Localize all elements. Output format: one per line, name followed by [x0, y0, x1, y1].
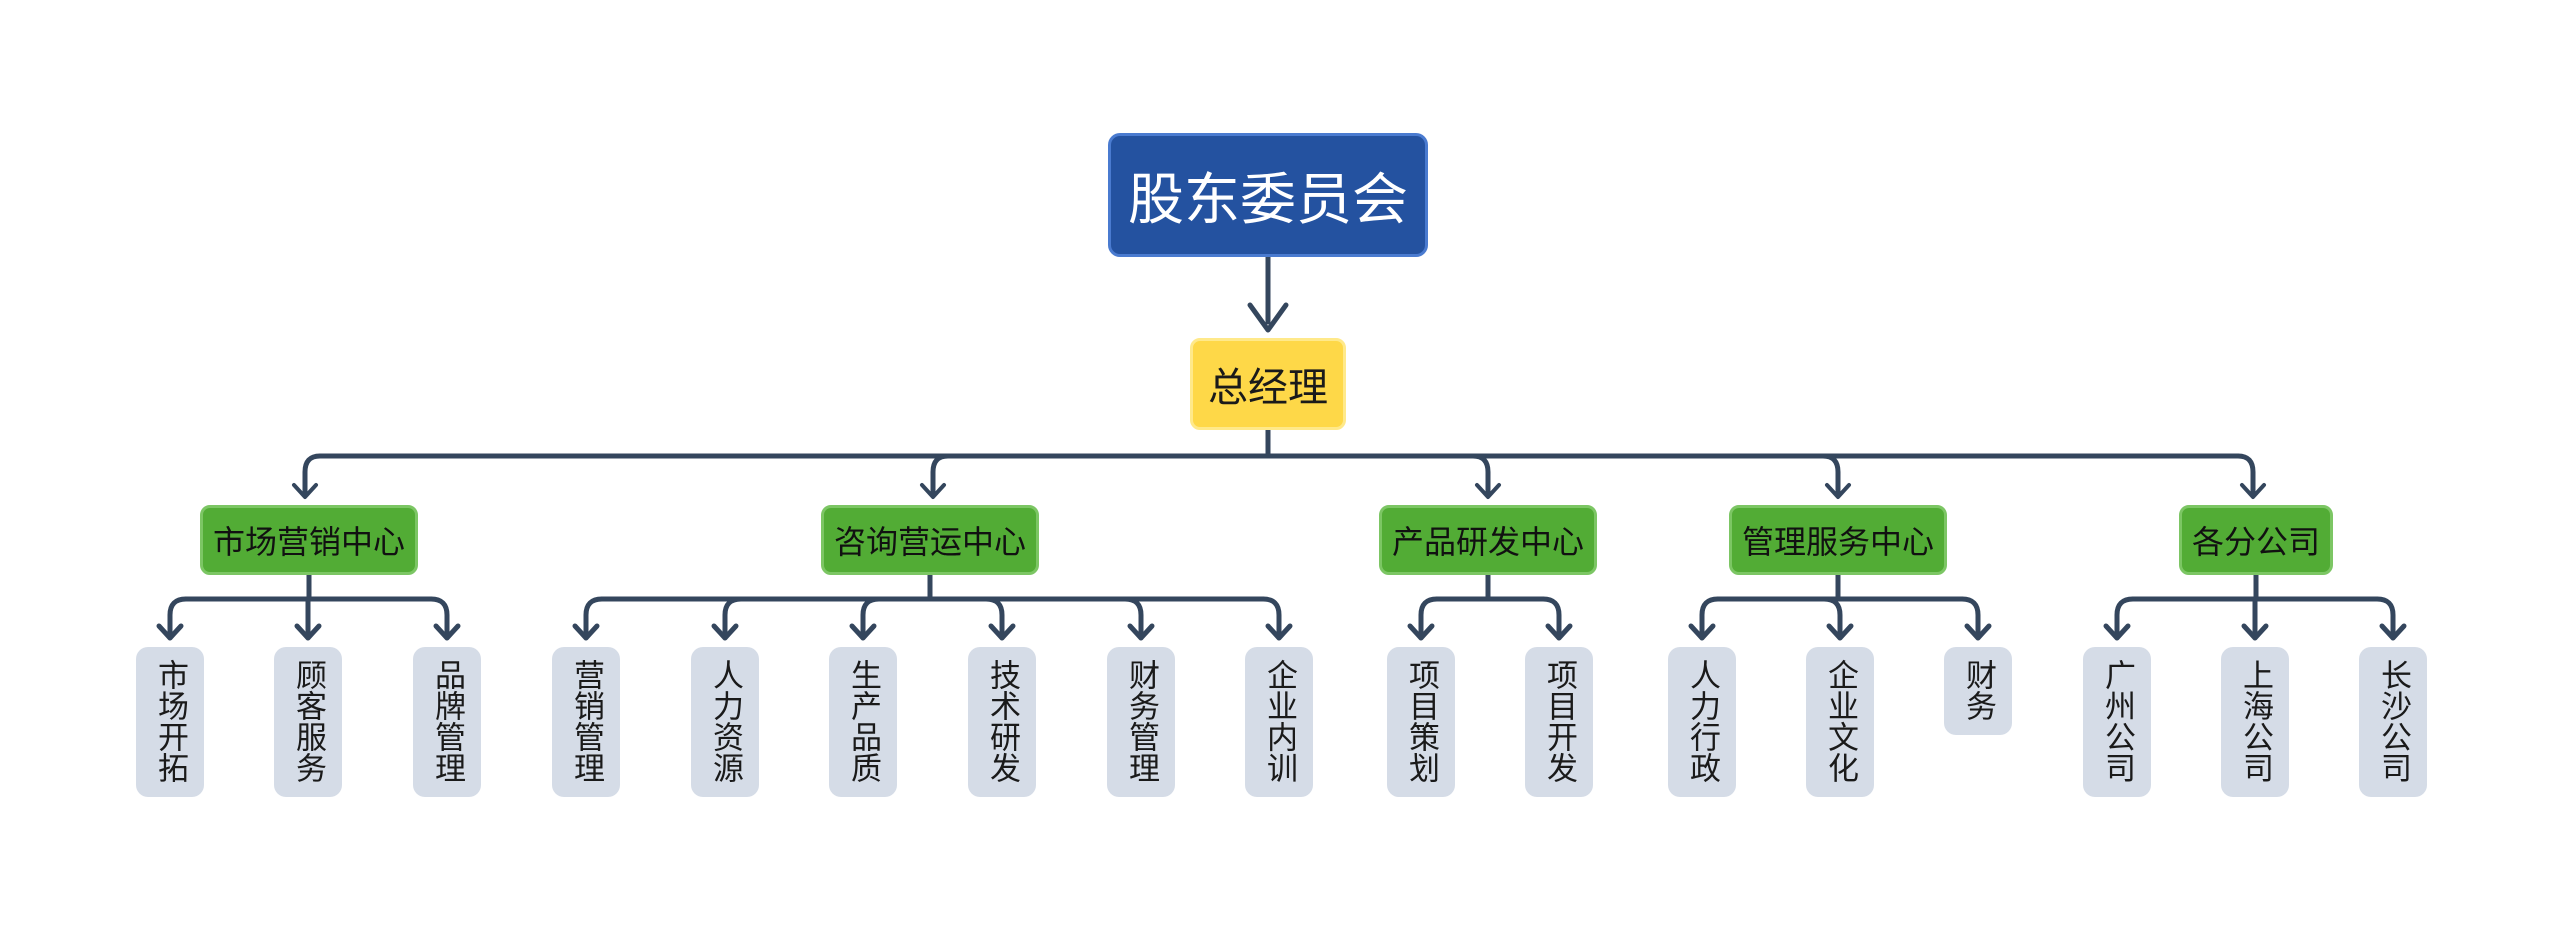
sub-unit-label: 项目开发 [1541, 659, 1577, 783]
sub-unit-arrowhead [1127, 623, 1155, 641]
sub-unit-connector [583, 596, 605, 640]
sub-unit-label: 人力资源 [707, 659, 743, 783]
sub-unit-arrowhead [849, 623, 877, 641]
arrowhead-dept-3 [1475, 483, 1501, 499]
arrowhead-dept-1 [292, 483, 318, 499]
sub-unit-arrowhead [988, 623, 1016, 641]
sub-unit-arrowhead [2103, 623, 2131, 641]
sub-unit-node: 长沙公司 [2359, 647, 2427, 797]
sub-unit-node: 财务 [1944, 647, 2012, 735]
sub-unit-label: 财务管理 [1123, 659, 1159, 783]
sub-unit-label: 财务 [1960, 659, 1996, 721]
sub-unit-connector [1959, 596, 1981, 640]
sub-unit-connector [1699, 596, 1721, 640]
arrowhead-dept-2 [920, 483, 946, 499]
department-node: 管理服务中心 [1729, 505, 1947, 575]
sub-unit-node: 广州公司 [2083, 647, 2151, 797]
sub-unit-node: 技术研发 [968, 647, 1036, 797]
sub-unit-arrowhead [2379, 623, 2407, 641]
gm-to-dept-5 [2235, 453, 2256, 497]
sub-unit-connector [1821, 596, 1843, 640]
sub-unit-connector [2114, 596, 2136, 640]
sub-unit-node: 企业文化 [1806, 647, 1874, 797]
department-label: 各分公司 [2191, 523, 2320, 561]
sub-unit-arrowhead [1826, 623, 1854, 641]
sub-unit-arrowhead [1688, 623, 1716, 641]
sub-unit-node: 生产品质 [829, 647, 897, 797]
sub-unit-node: 人力资源 [691, 647, 759, 797]
sub-unit-arrowhead [1407, 623, 1435, 641]
sub-unit-connector [860, 596, 882, 640]
sub-unit-connector [2374, 596, 2396, 640]
arrowhead-dept-5 [2240, 483, 2266, 499]
department-node: 咨询营运中心 [821, 505, 1039, 575]
shareholder-committee-node: 股东委员会 [1108, 133, 1428, 257]
sub-unit-arrowhead [1265, 623, 1293, 641]
sub-unit-label: 技术研发 [984, 659, 1020, 783]
sub-unit-node: 营销管理 [552, 647, 620, 797]
sub-unit-connector [983, 596, 1005, 640]
sub-unit-node: 项目开发 [1525, 647, 1593, 797]
sub-unit-label: 生产品质 [845, 659, 881, 783]
sub-unit-node: 企业内训 [1245, 647, 1313, 797]
gm-to-dept-1 [302, 453, 323, 497]
sub-unit-node: 上海公司 [2221, 647, 2289, 797]
sub-unit-label: 项目策划 [1403, 659, 1439, 783]
sub-unit-arrowhead [2241, 623, 2269, 641]
sub-unit-connector [722, 596, 744, 640]
department-node: 各分公司 [2179, 505, 2333, 575]
sub-unit-label: 顾客服务 [290, 659, 326, 783]
sub-unit-label: 品牌管理 [429, 659, 465, 783]
root-to-gm-arrowhead [1247, 302, 1289, 333]
sub-unit-arrowhead [1545, 623, 1573, 641]
sub-unit-node: 市场开拓 [136, 647, 204, 797]
sub-unit-label: 企业文化 [1822, 659, 1858, 783]
sub-unit-arrowhead [711, 623, 739, 641]
department-node: 产品研发中心 [1379, 505, 1597, 575]
department-label: 市场营销中心 [212, 523, 405, 561]
department-label: 咨询营运中心 [833, 523, 1026, 561]
department-node: 市场营销中心 [200, 505, 418, 575]
sub-unit-node: 品牌管理 [413, 647, 481, 797]
sub-unit-label: 营销管理 [568, 659, 604, 783]
sub-unit-label: 广州公司 [2099, 659, 2135, 783]
sub-unit-label: 市场开拓 [152, 659, 188, 783]
gm-to-dept-3 [1470, 453, 1491, 497]
gm-to-dept-2 [930, 453, 951, 497]
shareholder-committee-label: 股东委员会 [1128, 167, 1408, 233]
sub-unit-node: 财务管理 [1107, 647, 1175, 797]
sub-unit-connector [1260, 596, 1282, 640]
sub-unit-node: 项目策划 [1387, 647, 1455, 797]
sub-unit-node: 顾客服务 [274, 647, 342, 797]
department-label: 产品研发中心 [1391, 523, 1584, 561]
department-label: 管理服务中心 [1741, 523, 1934, 561]
sub-unit-label: 上海公司 [2237, 659, 2273, 783]
sub-unit-arrowhead [156, 623, 184, 641]
sub-unit-arrowhead [572, 623, 600, 641]
sub-unit-connector [1540, 596, 1562, 640]
general-manager-node: 总经理 [1190, 338, 1346, 430]
sub-unit-node: 人力行政 [1668, 647, 1736, 797]
gm-to-dept-4 [1820, 453, 1841, 497]
sub-unit-connector [428, 596, 450, 640]
sub-unit-connector [1122, 596, 1144, 640]
sub-unit-arrowhead [1964, 623, 1992, 641]
arrowhead-dept-4 [1825, 483, 1851, 499]
sub-unit-label: 长沙公司 [2375, 659, 2411, 783]
sub-unit-arrowhead [294, 623, 322, 641]
sub-unit-label: 人力行政 [1684, 659, 1720, 783]
sub-unit-label: 企业内训 [1261, 659, 1297, 783]
sub-unit-connector [1418, 596, 1440, 640]
general-manager-label: 总经理 [1208, 365, 1328, 411]
sub-unit-connector [167, 596, 189, 640]
sub-unit-arrowhead [433, 623, 461, 641]
